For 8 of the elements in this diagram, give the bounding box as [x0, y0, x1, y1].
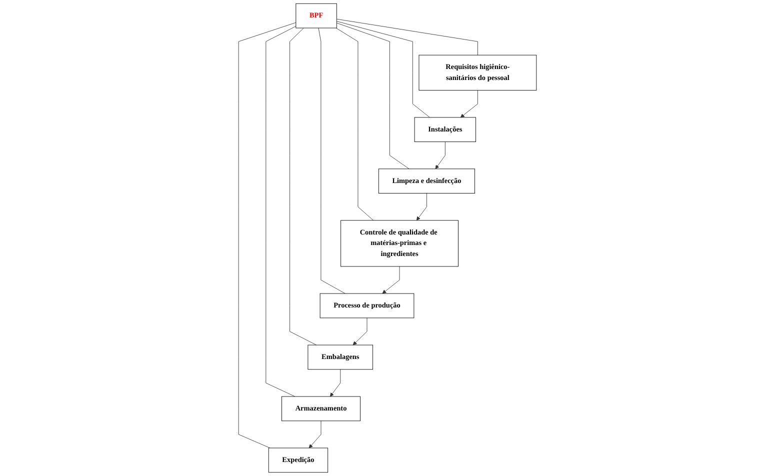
connector: [336, 21, 430, 118]
connector: [238, 22, 296, 448]
connector: [336, 28, 374, 221]
connector: [318, 28, 346, 294]
connector: [266, 26, 296, 397]
connector: [290, 28, 317, 346]
connector: [336, 18, 478, 56]
connector: [336, 22, 410, 170]
